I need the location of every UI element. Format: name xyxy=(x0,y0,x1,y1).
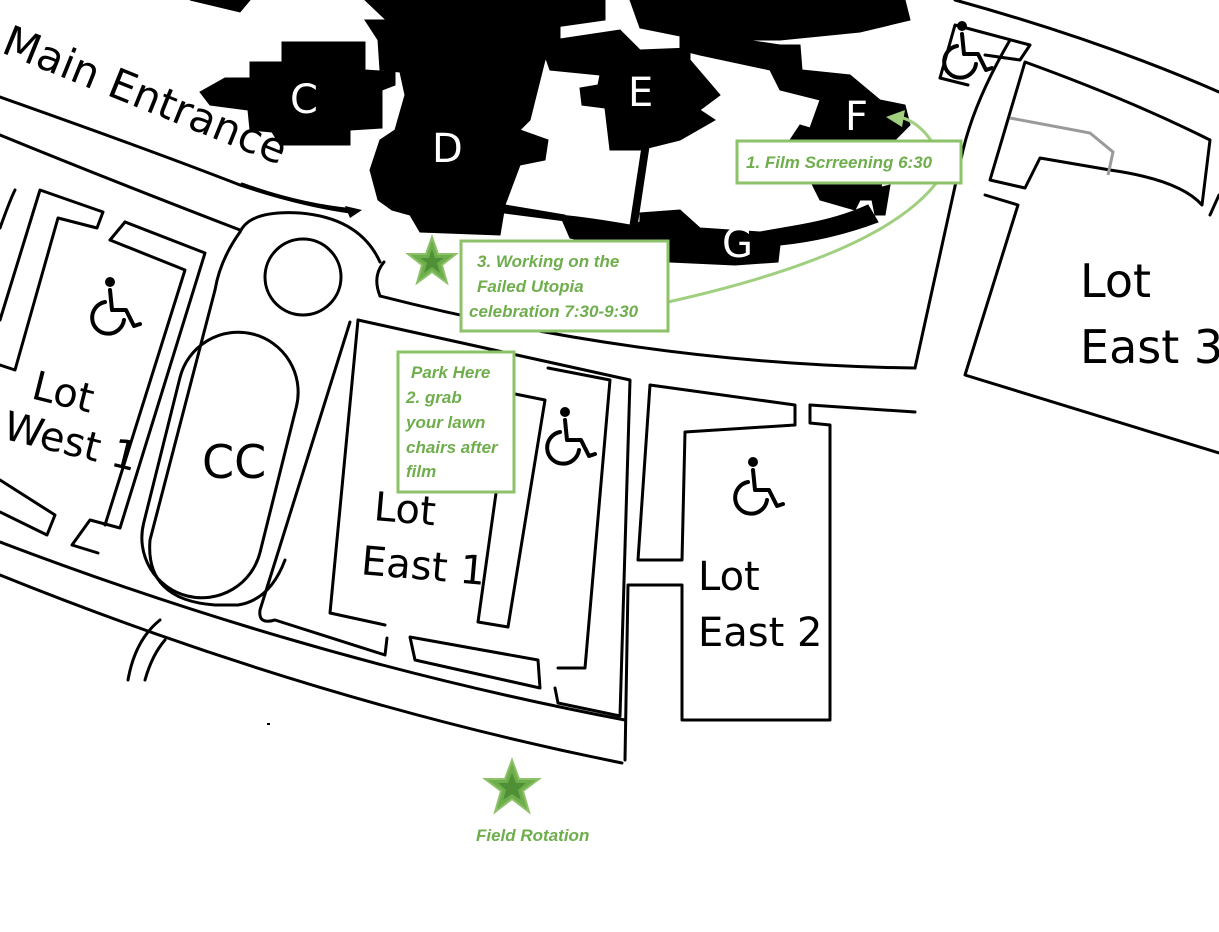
building-label-c: C xyxy=(290,77,318,123)
note-park-line3: your lawn xyxy=(405,413,485,432)
lot-east-2-outline xyxy=(623,383,917,762)
roundabout xyxy=(213,211,382,317)
lot-east-3-outline xyxy=(938,23,1219,455)
star-icon xyxy=(482,757,542,815)
lot-east-3-label-line2: East 3 xyxy=(1080,320,1219,374)
building-label-g: G xyxy=(722,221,753,267)
star-icon xyxy=(405,233,459,286)
callout-lines xyxy=(667,110,947,304)
callout-arrow-icon xyxy=(886,110,905,127)
note-working-line3: celebration 7:30-9:30 xyxy=(469,302,639,321)
note-park-here: Park Here 2. grab your lawn chairs after… xyxy=(396,350,516,494)
lot-west-1-outline xyxy=(0,188,207,555)
wheelchair-icon xyxy=(733,455,785,516)
lot-cc-outline xyxy=(140,288,389,657)
note-working-line2: Failed Utopia xyxy=(477,277,584,296)
entrance-arrow-icon xyxy=(345,206,362,218)
building-label-d: D xyxy=(432,126,463,172)
note-park-line4: chairs after xyxy=(406,438,499,457)
wheelchair-icon xyxy=(90,275,142,336)
lot-east-2-label-line1: Lot xyxy=(698,554,760,600)
building-d xyxy=(364,19,561,236)
note-park-line2: 2. grab xyxy=(405,388,462,407)
lot-east-3-label-line1: Lot xyxy=(1080,254,1151,308)
wheelchair-icon xyxy=(545,405,597,466)
note-working: 3. Working on the Failed Utopia celebrat… xyxy=(459,239,670,333)
note-park-line5: film xyxy=(406,462,436,481)
note-film-text: 1. Film Scrreening 6:30 xyxy=(746,153,933,172)
note-film-screening: 1. Film Scrreening 6:30 xyxy=(735,139,963,185)
road-outlines xyxy=(0,0,1219,765)
map-dot xyxy=(267,723,270,725)
building-label-e: E xyxy=(628,70,653,116)
note-park-line1: Park Here xyxy=(411,363,490,382)
lot-east-2-label-line2: East 2 xyxy=(698,610,822,656)
note-working-line1: 3. Working on the xyxy=(477,252,619,271)
lot-east-1-outline xyxy=(328,318,632,718)
buildings xyxy=(189,0,911,266)
lot-cc-label: CC xyxy=(202,435,266,489)
field-rotation-label: Field Rotation xyxy=(476,826,589,845)
lot-east-1-label-line2: East 1 xyxy=(359,538,487,595)
building-labels: C D E F G xyxy=(290,70,868,267)
building-c xyxy=(199,41,396,146)
building-label-f: F xyxy=(845,94,868,140)
